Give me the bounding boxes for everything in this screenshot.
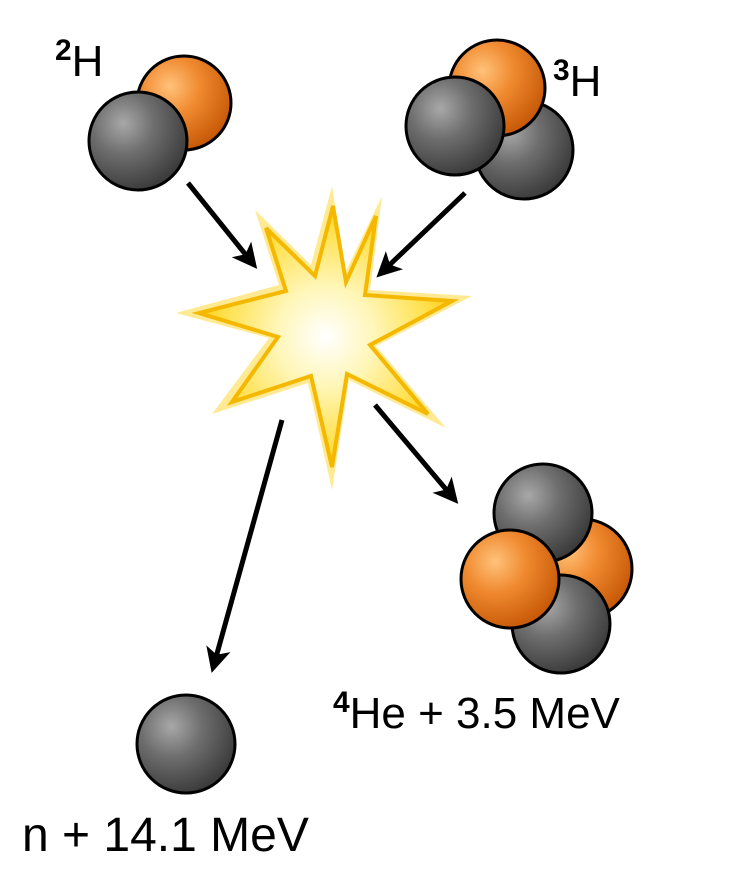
helium-mass-number: 4	[333, 685, 350, 719]
tritium-mass-number: 3	[553, 53, 570, 87]
flash-starburst	[191, 205, 460, 468]
tritium-nucleus	[404, 38, 575, 201]
helium-symbol: He	[349, 689, 406, 738]
deuterium-mass-number: 2	[55, 33, 72, 67]
deuterium-neutron	[87, 90, 189, 192]
helium-nucleus	[459, 462, 634, 675]
arrow-tritium-in	[376, 191, 467, 278]
deuterium-symbol: H	[71, 37, 104, 86]
free-neutron	[135, 693, 237, 795]
neutron-energy: + 14.1 MeV	[48, 809, 309, 862]
neutron-symbol: n	[22, 809, 49, 862]
arrow-deuterium-in	[186, 181, 258, 269]
tritium-label: 3H	[553, 55, 602, 106]
neutron-label: n + 14.1 MeV	[22, 812, 309, 860]
deuterium-nucleus	[87, 54, 233, 192]
helium-proton-front	[459, 528, 561, 630]
deuterium-label: 2H	[55, 35, 104, 86]
tritium-symbol: H	[569, 57, 602, 106]
tritium-neutron-front	[404, 75, 506, 177]
arrow-neutron-out	[206, 419, 285, 673]
helium-energy: + 3.5 MeV	[405, 689, 620, 738]
helium-label: 4He + 3.5 MeV	[333, 687, 620, 738]
arrow-helium-out	[373, 403, 459, 504]
fusion-flash	[176, 186, 472, 490]
